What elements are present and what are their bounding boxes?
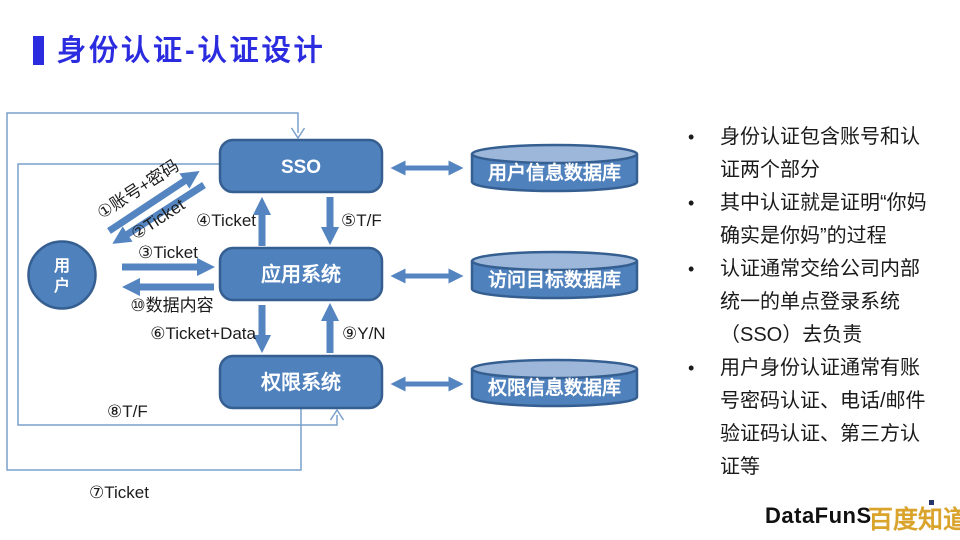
note-item: • 认证通常交给公司内部统一的单点登录系统（SSO）去负责	[684, 253, 938, 352]
note-item: • 其中认证就是证明“你妈确实是你妈”的过程	[684, 187, 938, 253]
note-text: 其中认证就是证明“你妈确实是你妈”的过程	[720, 192, 927, 247]
app-system-node	[218, 246, 384, 302]
note-text: 身份认证包含账号和认证两个部分	[720, 126, 920, 181]
label-step9: ⑨Y/N	[342, 324, 386, 343]
bullet-icon: •	[688, 193, 695, 213]
label-step3: ③Ticket	[138, 243, 198, 262]
db-access-target-cylinder: 访问目标数据库	[470, 250, 639, 300]
loop-line-step8	[17, 163, 338, 426]
note-item: • 身份认证包含账号和认证两个部分	[684, 121, 938, 187]
db-user-info-cylinder: 用户信息数据库	[470, 143, 639, 193]
notes-panel: • 身份认证包含账号和认证两个部分 • 其中认证就是证明“你妈确实是你妈”的过程…	[684, 121, 938, 484]
db-perm-info-label: 权限信息数据库	[487, 376, 621, 399]
note-text: 用户身份认证通常有账号密码认证、电话/邮件验证码认证、第三方认证等	[720, 357, 926, 478]
db-perm-info-cylinder: 权限信息数据库	[470, 358, 639, 408]
sso-node	[218, 138, 384, 194]
note-text: 认证通常交给公司内部统一的单点登录系统（SSO）去负责	[720, 258, 920, 346]
label-step10: ⑩数据内容	[130, 296, 213, 315]
app-system-node-label: 应用系统	[261, 262, 341, 286]
arrow-step2	[112, 182, 206, 244]
note-item: • 用户身份认证通常有账号密码认证、电话/邮件验证码认证、第三方认证等	[684, 352, 938, 484]
user-node-label-top: 用	[54, 257, 70, 275]
loop-arrowhead-step7	[290, 127, 306, 140]
label-step4: ④Ticket	[196, 211, 256, 230]
user-node-label-bottom: 户	[54, 276, 70, 295]
arrow-step1	[107, 170, 200, 234]
db-access-target-label: 访问目标数据库	[488, 268, 621, 291]
perm-system-node-label: 权限系统	[260, 370, 341, 394]
label-step6: ⑥Ticket+Data	[150, 324, 256, 343]
label-step7: ⑦Ticket	[89, 483, 149, 502]
title-accent-bar	[33, 36, 44, 65]
perm-system-node	[218, 354, 384, 410]
page-title: 身份认证-认证设计	[57, 35, 326, 67]
loop-line-step7	[6, 112, 302, 471]
loop-arrowhead-step8	[329, 408, 345, 421]
bullet-icon: •	[688, 127, 695, 147]
notes-list: • 身份认证包含账号和认证两个部分 • 其中认证就是证明“你妈确实是你妈”的过程…	[684, 121, 938, 484]
label-step5: ⑤T/F	[341, 211, 382, 230]
db-user-info-label: 用户信息数据库	[488, 161, 621, 184]
label-step8: ⑧T/F	[107, 402, 148, 421]
user-node	[27, 240, 97, 310]
bullet-icon: •	[688, 358, 695, 378]
bullet-icon: •	[688, 259, 695, 279]
sso-node-label: SSO	[281, 157, 321, 178]
